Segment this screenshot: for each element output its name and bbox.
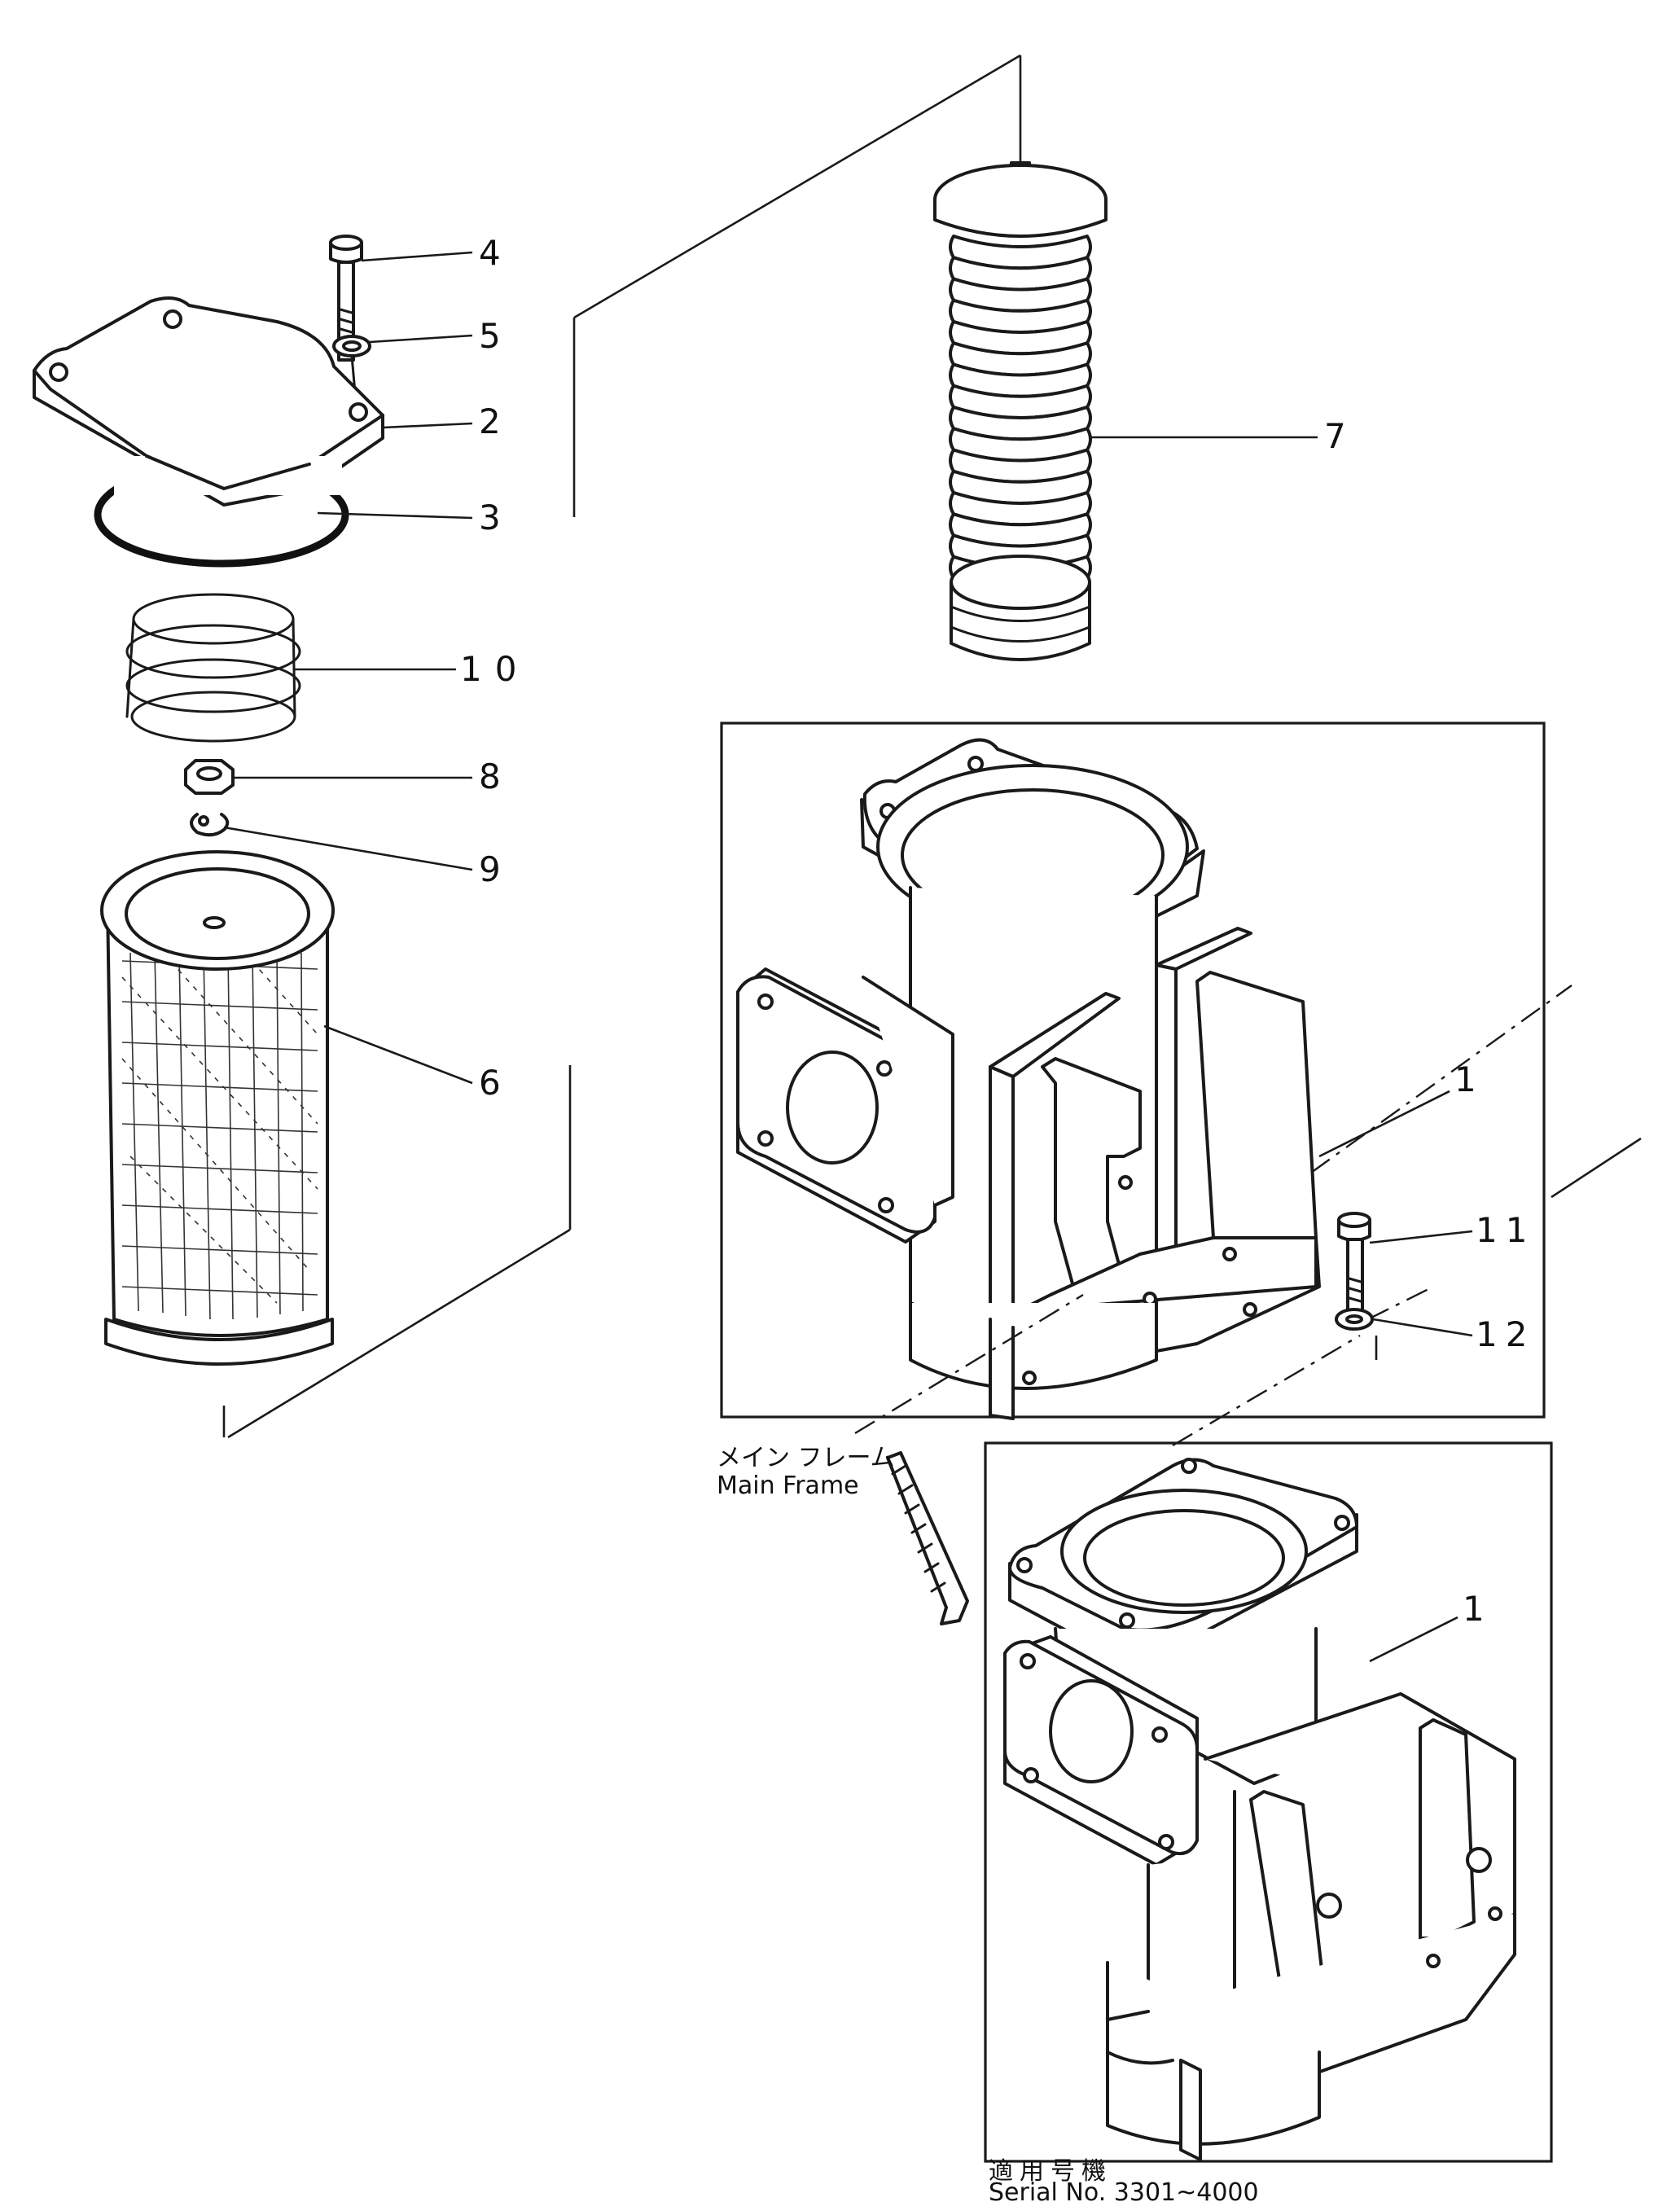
part-1-main-frame-lower [1003, 1458, 1516, 2161]
callout-3: 3 [479, 498, 501, 537]
callout-6: 6 [479, 1063, 501, 1103]
callout-8: 8 [479, 757, 501, 796]
callout-4: 4 [479, 233, 501, 273]
part-9-snap-ring [190, 813, 230, 837]
callout-5: 5 [479, 316, 501, 356]
part-6-filter-element [100, 850, 335, 1366]
callout-9: 9 [479, 849, 501, 889]
serial-caption-jp: 適用号機 [989, 2157, 1112, 2186]
callout-12: 12 [1476, 1314, 1535, 1354]
callout-11: 11 [1476, 1210, 1535, 1250]
serial-caption-en: Serial No. 3301~4000 [989, 2178, 1259, 2202]
part-3-o-ring [94, 454, 349, 568]
callout-7: 7 [1324, 416, 1346, 456]
part-8-nut [184, 759, 235, 795]
arrow-main-to-serial [886, 1451, 969, 1625]
main-frame-box [720, 722, 1546, 1419]
part-11-bolt [1337, 1212, 1371, 1316]
part-12-washer [1335, 1308, 1374, 1331]
callout-2: 2 [479, 401, 501, 441]
main-frame-caption-jp: メイン フレーム [717, 1444, 895, 1472]
part-5-washer [332, 335, 371, 413]
part-7-bellows-filter [933, 161, 1108, 661]
callout-1-upper: 1 [1454, 1059, 1476, 1099]
callout-10: 10 [460, 649, 529, 689]
serial-frame-box [984, 1441, 1553, 2163]
main-frame-caption-en: Main Frame [717, 1472, 859, 1500]
part-10-spring [125, 593, 301, 743]
callout-1-lower: 1 [1463, 1589, 1485, 1629]
part-4-bolt [329, 235, 363, 362]
part-1-main-frame-upper [736, 738, 1573, 1447]
